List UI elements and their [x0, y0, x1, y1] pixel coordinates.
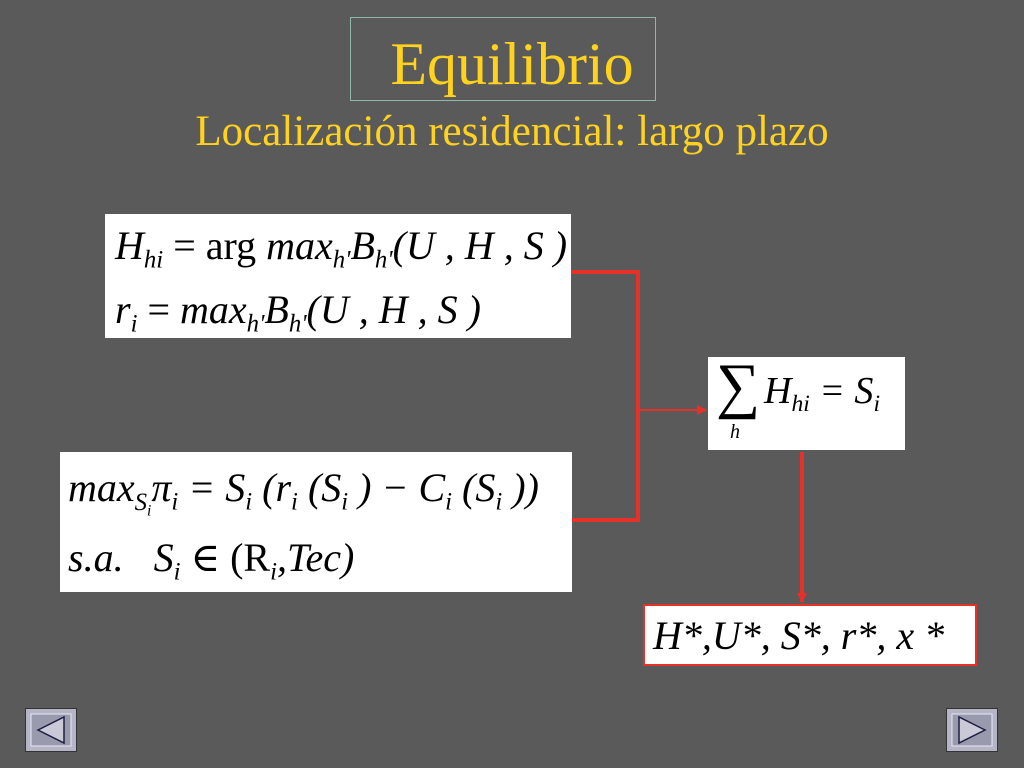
equilibrium-result: H*,U*, S*, r*, x * [643, 604, 977, 666]
market-clearing-equation: ∑ h Hhi = Si [708, 352, 905, 450]
equation-max-profit: maxSiπi = Si (ri (Si ) − Ci (Si )) [68, 465, 539, 520]
slide-subtitle: Localización residencial: largo plazo [195, 108, 829, 155]
supplier-problem-equations: maxSiπi = Si (ri (Si ) − Ci (Si )) s.a. … [60, 452, 572, 592]
sum-symbol: ∑ [716, 352, 761, 420]
slide-title: Equilibrio [390, 31, 634, 97]
connector-bottom [571, 410, 640, 522]
triangle-left-icon [30, 713, 72, 747]
sum-index: h [730, 421, 740, 443]
next-slide-button[interactable] [946, 708, 998, 752]
equation-h-hi: Hhi = arg maxh'Bh'(U , H , S ) [115, 223, 568, 274]
title-frame [350, 17, 656, 101]
equation-r-i: ri = maxh'Bh'(U , H , S ) [115, 287, 481, 338]
triangle-right-icon [951, 713, 993, 747]
connector-top [571, 270, 640, 410]
household-choice-equations: Hhi = arg maxh'Bh'(U , H , S ) ri = maxh… [105, 214, 571, 338]
equation-constraint: s.a. Si ∈ (Ri,Tec) [68, 535, 355, 586]
equilibrium-variables: H*,U*, S*, r*, x * [653, 613, 945, 658]
equation-sum-h-hi: Hhi = Si [764, 370, 880, 418]
previous-slide-button[interactable] [25, 708, 77, 752]
